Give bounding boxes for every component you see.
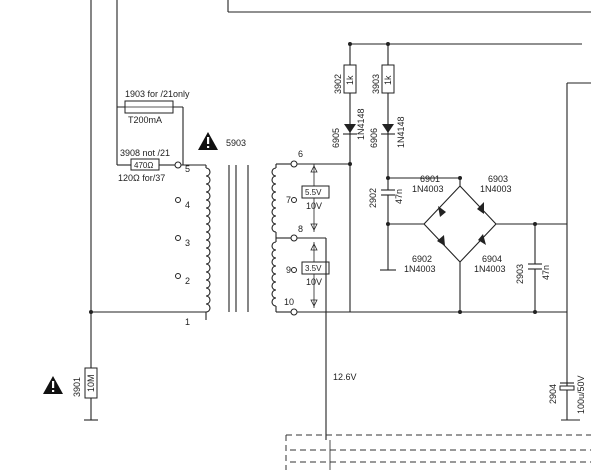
- diode-6903-ref: 6903: [488, 174, 508, 184]
- capacitor-2903-ref: 2903: [515, 264, 525, 284]
- fuse-1903-value: T200mA: [128, 115, 162, 125]
- fuse-1903: 1903 for /21only T200mA: [117, 89, 190, 165]
- capacitor-2902: 2902 47n: [368, 176, 460, 271]
- diode-6904-ref: 6904: [482, 254, 502, 264]
- diode-6903-value: 1N4003: [480, 184, 512, 194]
- capacitor-2902-value: 47n: [394, 189, 404, 204]
- voltage-7-text: 10V: [306, 201, 322, 211]
- warning-icon: [43, 376, 63, 394]
- secondary-wiring: 12.6V: [297, 42, 567, 440]
- voltage-9-text: 10V: [306, 277, 322, 287]
- resistor-3901-value: 10M: [86, 374, 96, 392]
- resistor-3903: 3903 1k: [371, 64, 395, 94]
- resistor-3901: 3901 10M: [72, 312, 98, 421]
- diode-6906: 6906 1N4148: [369, 116, 406, 148]
- transformer-5903-label: 5903: [226, 138, 246, 148]
- transformer-primary: 5 4 3 2 1: [89, 161, 211, 327]
- capacitor-2903-value: 47n: [541, 265, 551, 280]
- transformer-secondary: 6 7 8 9 10: [271, 149, 303, 316]
- pin-8-label: 8: [298, 224, 303, 234]
- diode-6904-value: 1N4003: [474, 264, 506, 274]
- fuse-1903-label: 1903 for /21only: [125, 89, 190, 99]
- voltage-9-box: 3.5V: [305, 264, 322, 273]
- resistor-3908: 470Ω 3908 not /21 120Ω for/37: [117, 148, 175, 183]
- resistor-3908-label: 3908 not /21: [120, 148, 170, 158]
- diode-6905-value: 1N4148: [356, 108, 366, 140]
- resistor-3902-value: 1k: [345, 75, 355, 85]
- resistor-3902-ref: 3902: [333, 74, 343, 94]
- pin-9-label: 9: [286, 265, 291, 275]
- pin-5-label: 5: [185, 164, 190, 174]
- diode-6906-value: 1N4148: [396, 116, 406, 148]
- resistor-3903-ref: 3903: [371, 74, 381, 94]
- resistor-3902: 3902 1k: [333, 64, 357, 94]
- capacitor-2904: 2904 100u/50V: [548, 375, 586, 421]
- resistor-3901-ref: 3901: [72, 377, 82, 397]
- diode-6905-ref: 6905: [331, 128, 341, 148]
- diode-6905: 6905: [331, 124, 357, 148]
- pin-7-label: 7: [286, 195, 291, 205]
- pin-1-label: 1: [185, 317, 190, 327]
- voltage-markers: 5.5V 10V 3.5V 10V: [301, 164, 330, 308]
- diode-6902-value: 1N4003: [404, 264, 436, 274]
- bridge-rectifier: 6901 1N4003 6903 1N4003 6902 1N4003 6904…: [388, 174, 567, 314]
- pin-4-label: 4: [185, 200, 190, 210]
- warning-icon: [198, 132, 218, 150]
- pin-2-label: 2: [185, 276, 190, 286]
- transformer-core: [228, 165, 249, 312]
- capacitor-2904-ref: 2904: [548, 384, 558, 404]
- resistor-3908-value: 470Ω: [134, 161, 153, 170]
- diode-6901-value: 1N4003: [412, 184, 444, 194]
- module-outline: [285, 434, 591, 470]
- resistor-3903-value: 1k: [383, 75, 393, 85]
- voltage-7-box: 5.5V: [305, 188, 322, 197]
- diode-6901-ref: 6901: [420, 174, 440, 184]
- diode-6902-ref: 6902: [412, 254, 432, 264]
- diode-6906-ref: 6906: [369, 128, 379, 148]
- pin-10-label: 10: [284, 297, 294, 307]
- top-frame: [90, 0, 591, 420]
- capacitor-2904-value: 100u/50V: [576, 375, 586, 414]
- capacitor-2903: 2903 47n: [515, 224, 551, 312]
- resistor-3908-note: 120Ω for/37: [118, 173, 165, 183]
- pin-3-label: 3: [185, 238, 190, 248]
- pin-6-label: 6: [298, 149, 303, 159]
- capacitor-2902-ref: 2902: [368, 188, 378, 208]
- net-voltage-label: 12.6V: [333, 372, 357, 382]
